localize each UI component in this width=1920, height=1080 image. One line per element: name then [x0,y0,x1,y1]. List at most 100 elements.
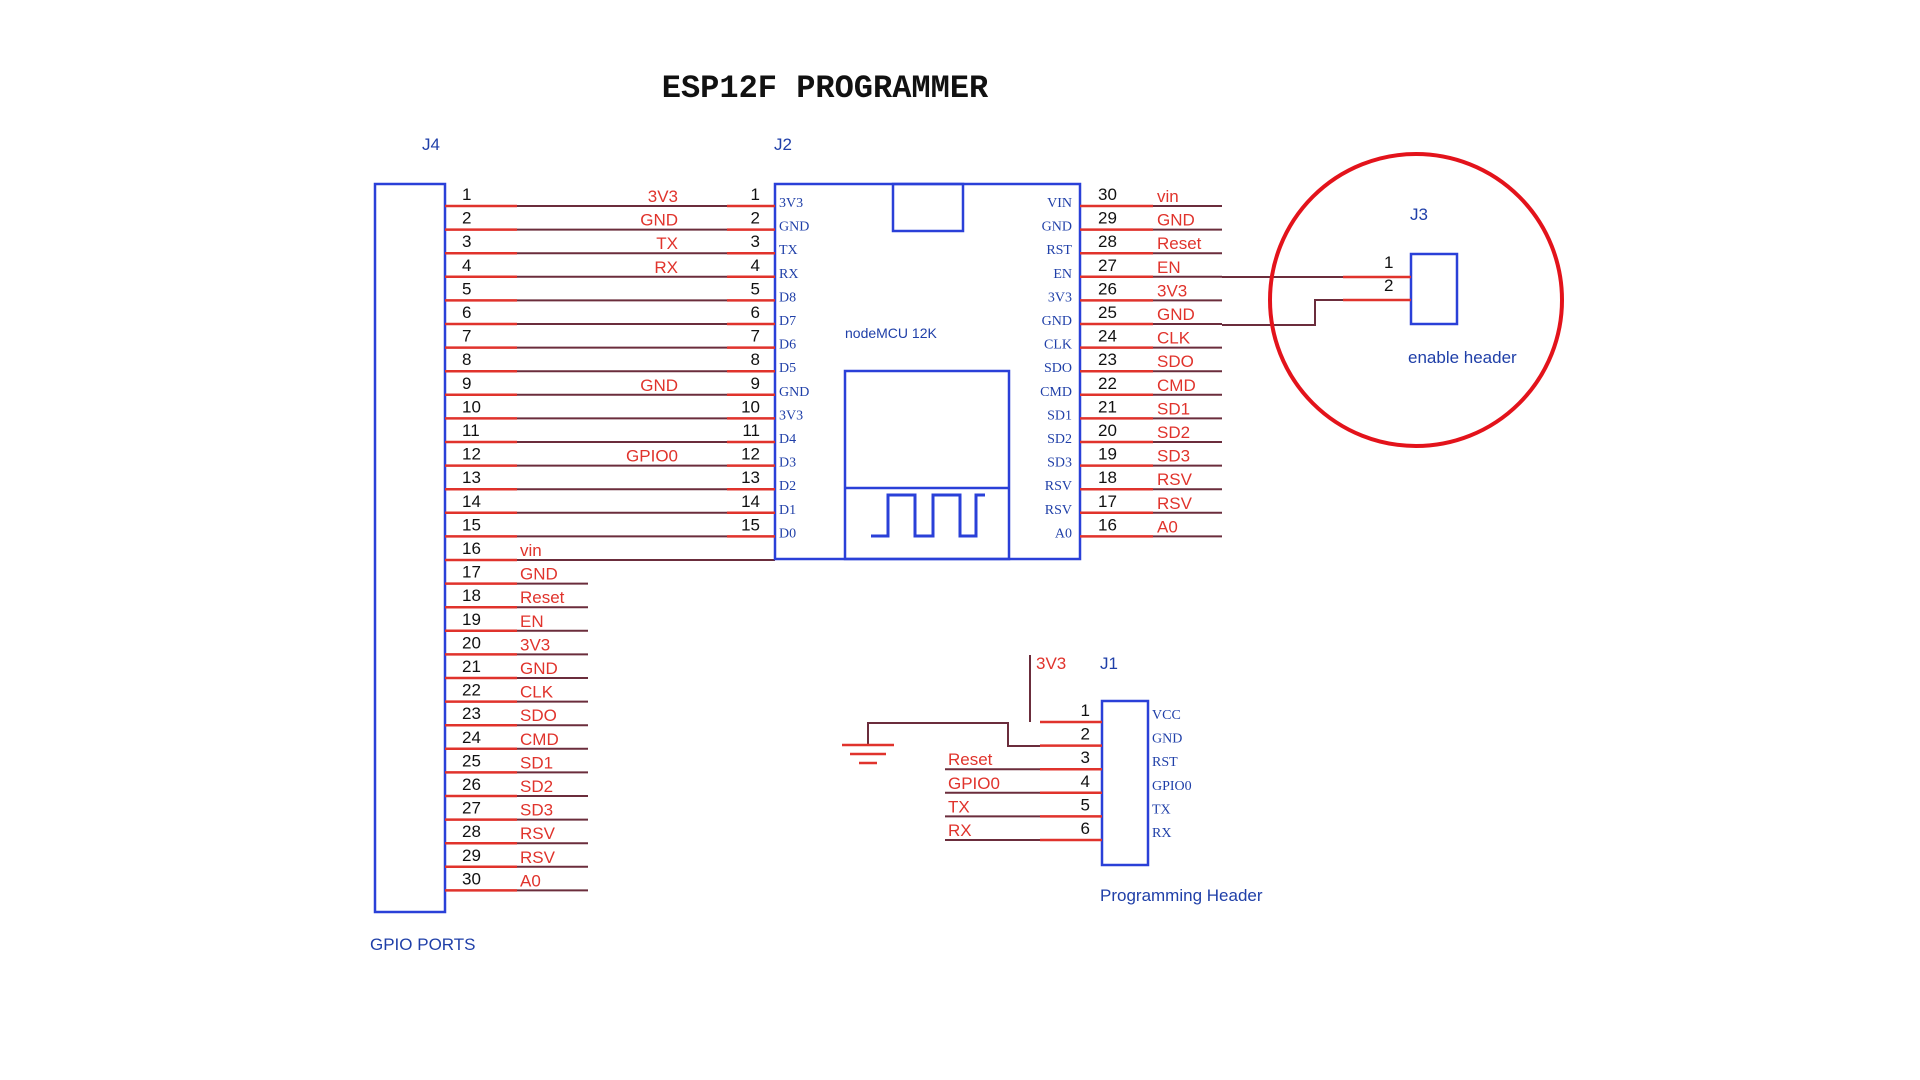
j2-module-label: nodeMCU 12K [845,325,937,341]
j4-pin-number-21: 21 [462,657,481,676]
j4-net-label-12: GPIO0 [626,447,678,466]
highlight-circle [1268,152,1564,448]
j4-net-label-16: vin [520,541,542,560]
j2-right-pin-name-22: CMD [1040,385,1072,400]
j2-left-pin-name-13: D2 [779,479,796,494]
j4-pin-number-22: 22 [462,681,481,700]
j1-pin-name-2: GND [1152,732,1182,747]
j1-pin-number-4: 4 [1081,772,1090,791]
j2-right-net-25: GND [1157,305,1195,324]
j4-pin-number-25: 25 [462,751,481,770]
j1-net-label-3: Reset [948,750,993,769]
j4-pin-number-18: 18 [462,586,481,605]
j4-net-label-29: RSV [520,848,556,867]
j2-right-pin-number-20: 20 [1098,421,1117,440]
j2-right-net-24: CLK [1157,329,1191,348]
j4-pin-number-2: 2 [462,209,471,228]
j2-right-pin-number-24: 24 [1098,327,1117,346]
j4-pin-number-30: 30 [462,869,481,888]
j2-right-pin-name-21: SD1 [1047,408,1072,423]
j4-pin-number-1: 1 [462,185,471,204]
j2-left-pin-number-9: 9 [751,374,760,393]
j4-pin-number-20: 20 [462,633,481,652]
j2-left-pin-name-15: D0 [779,526,796,541]
j2-right-net-27: EN [1157,258,1181,277]
j4-pin-number-27: 27 [462,799,481,818]
j2-right-pin-name-18: RSV [1045,479,1072,494]
j2-right-net-18: RSV [1157,470,1193,489]
j2-right-pin-name-27: EN [1053,267,1072,282]
antenna-trace-icon [871,493,985,538]
j4-pin-number-7: 7 [462,327,471,346]
j1-pin-number-6: 6 [1081,819,1090,838]
j3-pin-1: 1 [1384,253,1393,272]
j2-right-pin-name-20: SD2 [1047,432,1072,447]
j2-right-pin-number-18: 18 [1098,468,1117,487]
j2-right-pin-number-23: 23 [1098,350,1117,369]
j2-right-pin-name-17: RSV [1045,503,1072,518]
j2-top-notch [891,182,965,233]
j4-pin-number-28: 28 [462,822,481,841]
j2-right-pin-name-30: VIN [1047,196,1072,211]
j2-left-pin-number-2: 2 [751,209,760,228]
j2-right-pin-name-24: CLK [1044,338,1072,353]
j4-pin-number-23: 23 [462,704,481,723]
j4-pin-number-15: 15 [462,515,481,534]
j1-pin-name-6: RX [1152,826,1171,841]
schematic-title: ESP12F PROGRAMMER [662,70,989,107]
j1-caption: Programming Header [1100,886,1263,905]
j1-pin-name-3: RST [1152,755,1178,770]
j1-pin-number-3: 3 [1081,748,1090,767]
j2-right-net-26: 3V3 [1157,281,1187,300]
j3-wire-gnd [1222,299,1343,326]
j4-caption: GPIO PORTS [370,935,476,954]
j2-left-pin-number-3: 3 [751,232,760,251]
j4-net-label-17: GND [520,565,558,584]
j2-left-pin-name-4: RX [779,267,798,282]
j4-body [373,182,447,914]
j2-right-net-16: A0 [1157,517,1178,536]
j2-left-pin-number-5: 5 [751,279,760,298]
j4-ref: J4 [422,135,440,154]
j2-left-pin-number-1: 1 [751,185,760,204]
j2-left-pin-number-4: 4 [751,256,760,275]
j2-right-pin-number-26: 26 [1098,279,1117,298]
j2-right-net-28: Reset [1157,234,1202,253]
j2-left-pin-number-15: 15 [741,515,760,534]
j1-pin-name-4: GPIO0 [1152,779,1192,794]
j4-net-label-22: CLK [520,683,554,702]
j1-pin-number-1: 1 [1081,701,1090,720]
j3-pin-2: 2 [1384,276,1393,295]
j2-right-net-17: RSV [1157,494,1193,513]
j2-left-pin-name-9: GND [779,385,809,400]
j4-pin-number-6: 6 [462,303,471,322]
j2-left-pin-name-8: D5 [779,361,796,376]
j2-right-pin-number-21: 21 [1098,397,1117,416]
j2-left-pin-name-14: D1 [779,503,796,518]
j2-right-net-20: SD2 [1157,423,1190,442]
j1-ref: J1 [1100,654,1118,673]
j3-caption: enable header [1408,348,1517,367]
j2-right-pin-name-19: SD3 [1047,456,1072,471]
j4-net-label-19: EN [520,612,544,631]
j1-pin-name-5: TX [1152,802,1171,817]
j4-pin-number-17: 17 [462,563,481,582]
j4-net-label-28: RSV [520,824,556,843]
j2-right-pin-number-16: 16 [1098,515,1117,534]
j2-right-pin-number-19: 19 [1098,445,1117,464]
j2-left-pin-number-13: 13 [741,468,760,487]
j4-pin-number-5: 5 [462,279,471,298]
ground-symbol-icon [842,743,894,765]
j1-net-label-4: GPIO0 [948,774,1000,793]
j2-right-net-23: SDO [1157,352,1194,371]
j4-pin-number-10: 10 [462,397,481,416]
j1-pin-number-2: 2 [1081,725,1090,744]
j2-right-net-29: GND [1157,211,1195,230]
j2-right-pin-number-25: 25 [1098,303,1117,322]
j4-net-label-20: 3V3 [520,635,550,654]
j2-left-pin-name-3: TX [779,243,798,258]
j4-pin-number-8: 8 [462,350,471,369]
j4-nets: 3V3GNDTXRXGNDGPIO0vinGNDResetEN3V3GNDCLK… [517,187,775,892]
